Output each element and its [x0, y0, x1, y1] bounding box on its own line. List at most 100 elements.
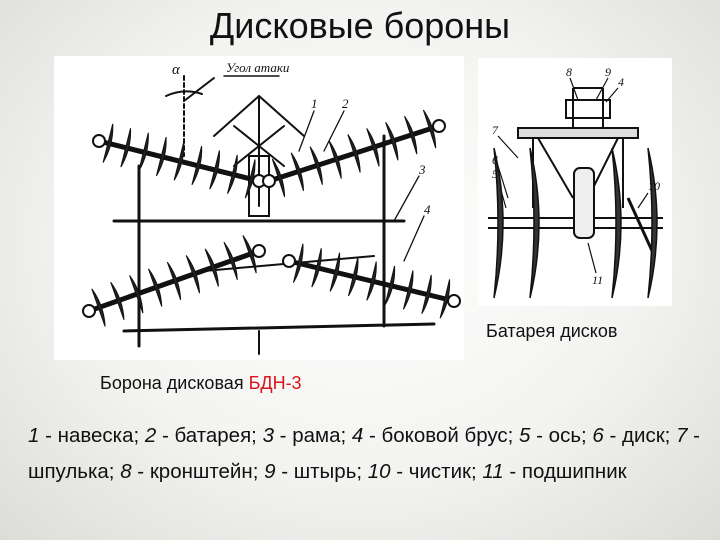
legend-text: - диск;	[603, 424, 677, 447]
disc-blade	[328, 140, 342, 179]
battery-caption: Батарея дисков	[486, 321, 618, 341]
disc-blade	[404, 115, 418, 155]
harrow-drawing: α Угол атаки 1 2 3 4	[54, 56, 464, 360]
legend-text: - батарея;	[156, 424, 263, 447]
legend-item: 4 - боковой брус;	[352, 424, 519, 447]
disc-blade	[129, 275, 144, 314]
legend-number: 8	[120, 460, 132, 483]
legend-item: 11 - подшипник	[482, 460, 626, 483]
legend-number: 3	[262, 424, 274, 447]
disc-blade	[223, 241, 238, 281]
disc-profile	[647, 147, 658, 299]
disc-blade	[209, 150, 220, 190]
battery-number-6: 6	[492, 153, 498, 167]
battery-number-10: 10	[648, 179, 660, 193]
disc-gangs	[82, 109, 461, 327]
legend-number: 11	[482, 460, 504, 483]
parts-legend: 1 - навеска; 2 - батарея; 3 - рама; 4 - …	[28, 418, 708, 490]
disc-blade	[422, 109, 437, 149]
disc-blade	[166, 261, 182, 301]
harrow-diagram: α Угол атаки 1 2 3 4	[82, 60, 461, 355]
disc-blade	[385, 121, 399, 161]
legend-item: 6 - диск;	[592, 424, 676, 447]
disc-blade	[244, 159, 256, 199]
harrow-model: БДН-3	[248, 373, 302, 393]
disc-battery-diagram: 8 9 4 7 6 5 10 11	[488, 65, 663, 299]
legend-number: 1	[28, 424, 40, 447]
disc-blade	[366, 261, 377, 301]
harrow-number-1: 1	[311, 96, 318, 111]
disc-blade	[347, 257, 359, 297]
battery-number-7: 7	[492, 123, 499, 137]
spool	[262, 174, 276, 188]
spool	[447, 294, 461, 308]
disc-blade	[204, 248, 219, 287]
spool	[82, 304, 96, 318]
legend-number: 10	[367, 460, 391, 483]
battery-number-9: 9	[605, 65, 611, 79]
spool	[432, 119, 446, 133]
legend-number: 2	[144, 424, 157, 447]
legend-number: 6	[592, 424, 604, 447]
battery-number-11: 11	[592, 273, 603, 287]
disc-blade	[91, 288, 106, 327]
legend-text: - боковой брус;	[363, 424, 520, 447]
battery-number-4: 4	[618, 75, 624, 89]
disc-blade	[185, 255, 201, 294]
disc-profile	[611, 147, 622, 299]
battery-discs	[493, 147, 658, 299]
disc-blade	[366, 128, 380, 167]
disc-blade	[147, 268, 163, 307]
disc-blade	[309, 146, 323, 185]
legend-text: - подшипник	[503, 460, 627, 483]
legend-number: 4	[351, 424, 364, 447]
harrow-number-2: 2	[342, 96, 349, 111]
harrow-caption: Борона дисковая БДН-3	[100, 372, 302, 394]
disc-blade	[384, 265, 396, 306]
slide-title: Дисковые бороны	[209, 5, 511, 46]
disc-blade	[102, 123, 114, 163]
disc-blade	[329, 252, 341, 292]
disc-profile	[529, 147, 540, 299]
legend-item: 2 - батарея;	[145, 424, 263, 447]
disc-blade	[311, 248, 322, 288]
disc-battery-drawing: 8 9 4 7 6 5 10 11	[478, 58, 672, 306]
disc-gang	[82, 235, 266, 327]
legend-item: 8 - кронштейн;	[120, 460, 264, 483]
disc-blade	[191, 145, 203, 186]
disc-blade	[120, 128, 132, 168]
disc-blade	[290, 152, 304, 192]
legend-text: - кронштейн;	[131, 460, 265, 483]
battery-number-5: 5	[492, 167, 498, 181]
disc-blade	[347, 134, 361, 173]
disc-blade	[271, 158, 286, 198]
legend-item: 1 - навеска;	[28, 424, 145, 447]
legend-item: 10 - чистик;	[368, 460, 483, 483]
legend-text: - навеска;	[39, 424, 145, 447]
disc-gang	[92, 123, 266, 199]
disc-profile	[493, 147, 504, 299]
disc-blade	[402, 270, 414, 310]
disc-blade	[421, 274, 432, 315]
legend-text: - рама;	[273, 424, 352, 447]
spool	[92, 134, 106, 148]
disc-blade	[226, 154, 238, 194]
harrow-caption-prefix: Борона дисковая	[100, 373, 249, 393]
harrow-number-3: 3	[418, 162, 426, 177]
legend-item: 3 - рама;	[263, 424, 352, 447]
battery-number-8: 8	[566, 65, 572, 79]
disc-blade	[292, 243, 304, 283]
alpha-label: α	[172, 62, 181, 78]
spool	[252, 244, 266, 258]
disc-blade	[110, 281, 125, 321]
spool	[282, 254, 296, 268]
legend-item: 5 - ось;	[519, 424, 592, 447]
disc-blade	[173, 141, 185, 181]
legend-item: 9 - штырь;	[264, 460, 368, 483]
legend-number: 9	[264, 460, 276, 483]
legend-text: - чистик;	[390, 460, 483, 483]
disc-gang	[282, 243, 461, 319]
legend-item: 7 - шпулька;	[28, 424, 700, 483]
disc-blade	[242, 235, 257, 274]
legend-text: - ось;	[530, 424, 593, 447]
